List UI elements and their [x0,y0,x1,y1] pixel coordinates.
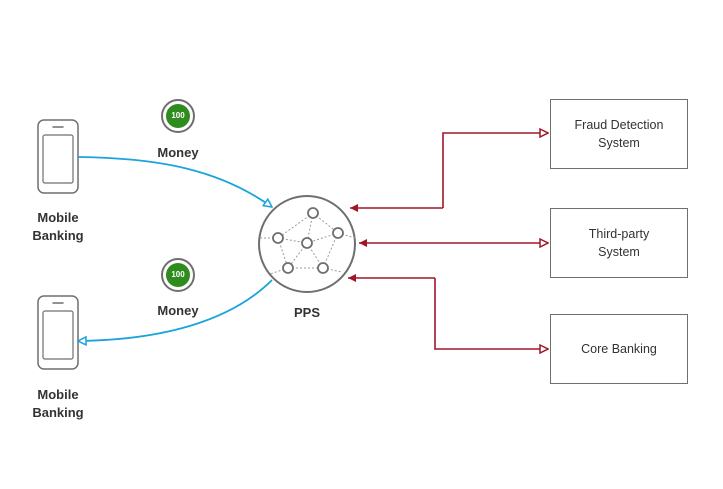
mobile-banking-bottom-line1: Mobile [37,387,79,402]
mobile-banking-bottom-line2: Banking [32,405,84,420]
mobile-banking-top-line2: Banking [32,228,84,243]
pps-hub-icon [258,195,356,293]
mobile-phone-top-icon [37,119,79,194]
core-banking-link [348,274,548,349]
mobile-phone-bottom-icon [37,295,79,370]
mobile-banking-top-label: Mobile Banking [18,209,98,245]
core-banking-label: Core Banking [581,342,657,356]
fraud-link [350,133,548,212]
coin-top-icon [161,99,195,133]
incoming-payment-arrow [77,156,272,207]
pps-label: PPS [293,305,320,320]
mobile-banking-bottom-label: Mobile Banking [18,386,98,422]
third-party-box: Third-party System [550,208,688,278]
third-party-label: Third-party System [588,227,650,259]
coin-bottom-value: 100 [171,270,185,279]
money-bottom-label: Money [157,303,199,318]
money-top-label: Money [157,145,199,160]
coin-bottom-icon [161,258,195,292]
fraud-detection-label: Fraud Detection System [574,118,664,150]
mobile-banking-top-line1: Mobile [37,210,79,225]
core-banking-box: Core Banking [550,314,688,384]
fraud-detection-box: Fraud Detection System [550,99,688,169]
outgoing-payment-arrow [78,279,273,341]
coin-top-value: 100 [171,111,185,120]
